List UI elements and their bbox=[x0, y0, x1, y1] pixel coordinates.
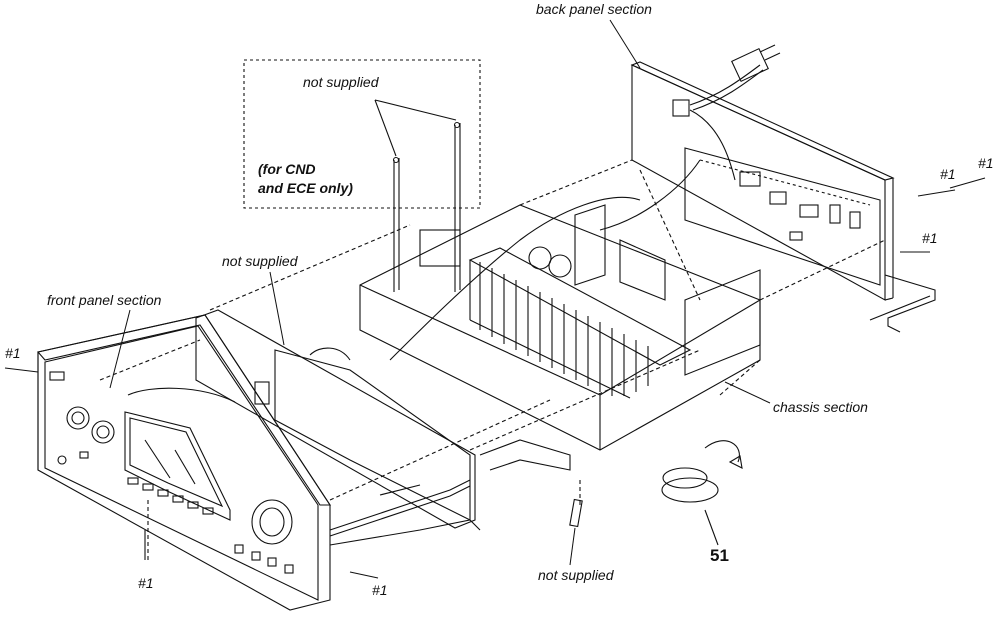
heatsink bbox=[468, 247, 692, 399]
not-supplied-label-left: not supplied bbox=[222, 253, 298, 269]
ferrite-core bbox=[661, 440, 743, 546]
leader-lines bbox=[109, 19, 771, 566]
front-panel-label: front panel section bbox=[47, 292, 162, 308]
cnd-note-line1: (for CND bbox=[258, 161, 316, 177]
front-panel bbox=[36, 309, 571, 611]
screw-label-right-c: #1 bbox=[922, 230, 938, 246]
back-panel bbox=[630, 44, 936, 333]
screw-label-right-a: #1 bbox=[940, 166, 956, 182]
part-number-51: 51 bbox=[710, 546, 729, 565]
screws bbox=[4, 177, 986, 579]
not-supplied-label-top: not supplied bbox=[303, 74, 379, 90]
cnd-note-line2: and ECE only) bbox=[258, 180, 353, 196]
screw-label-left: #1 bbox=[5, 345, 21, 361]
insulator-strip bbox=[569, 498, 583, 528]
chassis-label: chassis section bbox=[773, 399, 868, 415]
back-panel-label: back panel section bbox=[536, 1, 652, 17]
support-rods bbox=[374, 99, 461, 292]
assembly-guides bbox=[99, 159, 886, 560]
chassis bbox=[359, 159, 761, 451]
not-supplied-label-bottom: not supplied bbox=[538, 567, 614, 583]
screw-label-bottom-mid: #1 bbox=[372, 582, 388, 598]
screw-label-bottom-left: #1 bbox=[138, 575, 154, 591]
screw-label-right-b: #1 bbox=[978, 155, 994, 171]
